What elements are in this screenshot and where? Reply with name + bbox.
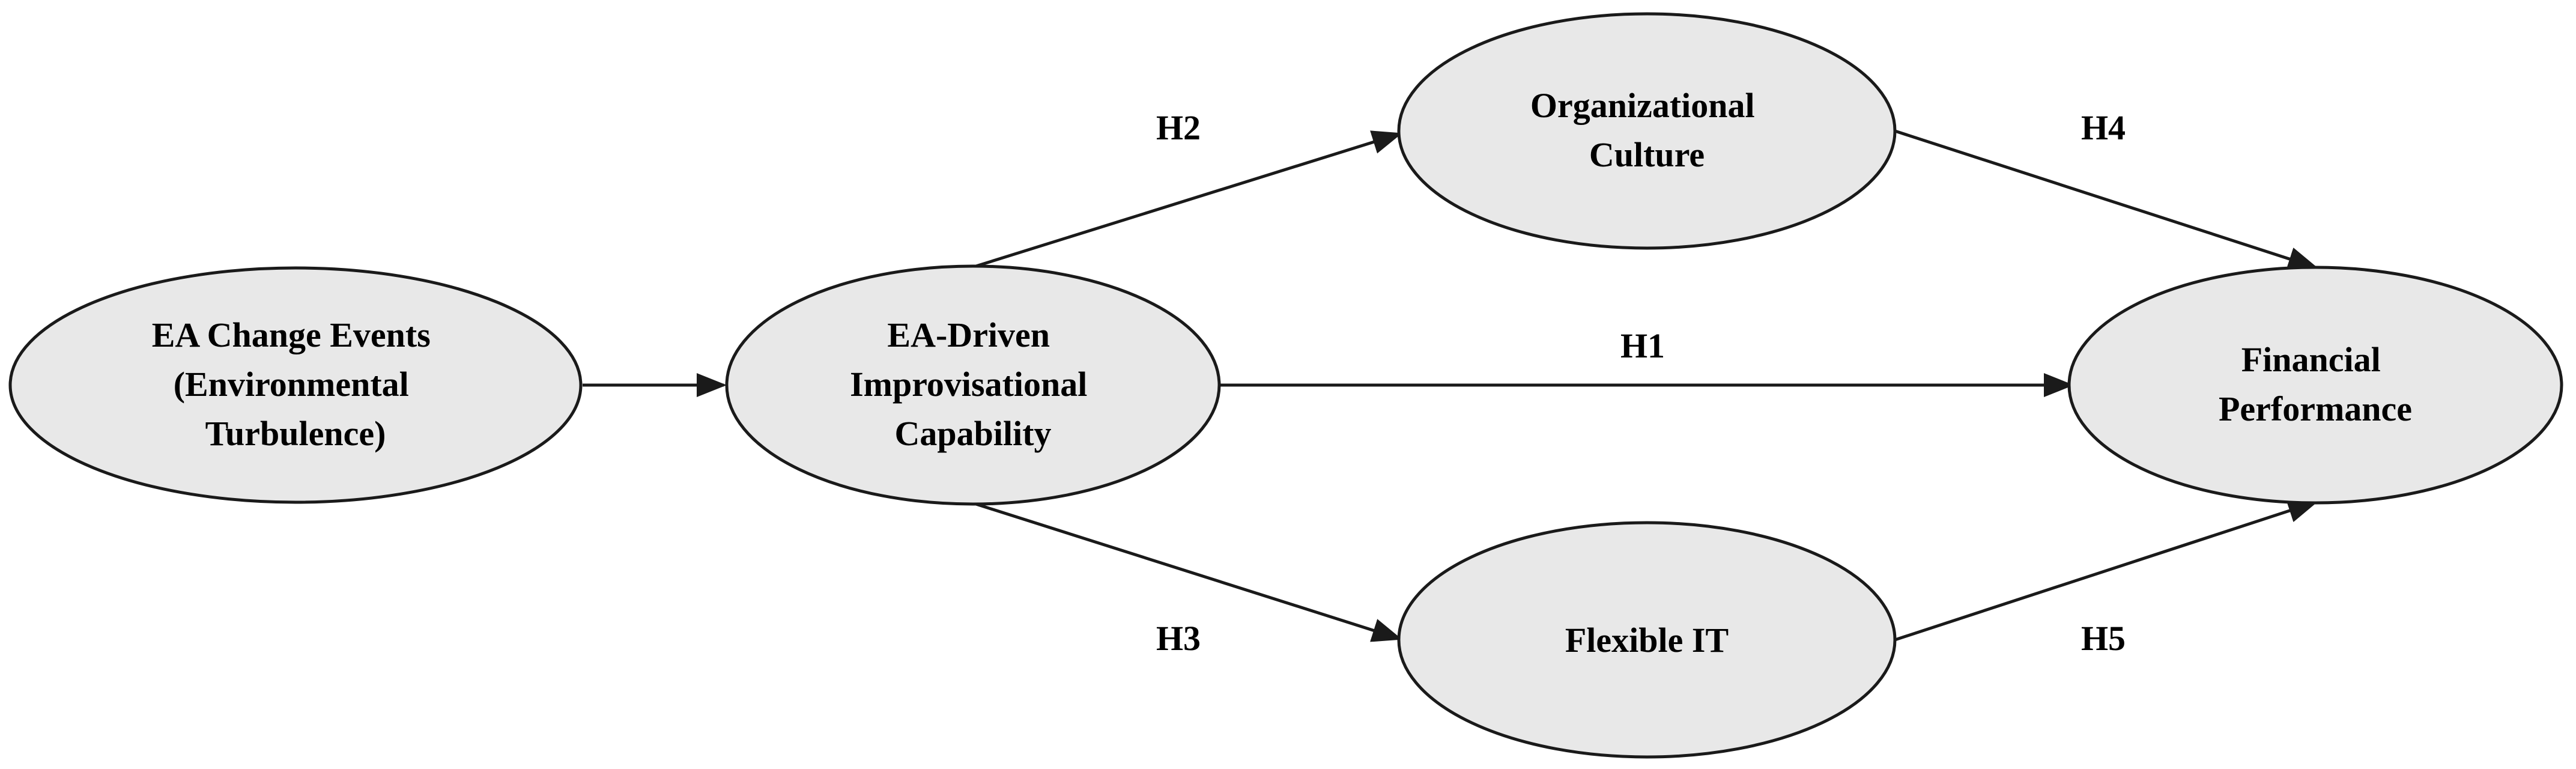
node-label-line: Organizational [1530, 86, 1755, 125]
node-label-line: Financial [2241, 340, 2381, 379]
node-ellipse [1397, 12, 1897, 250]
edge-label-h1: H1 [1620, 326, 1665, 365]
node-flexible-it: Flexible IT [1397, 521, 1897, 759]
node-label-organizational-culture: Organizational Culture [1530, 86, 1763, 174]
node-ellipse [8, 266, 583, 504]
edge-h3 [975, 502, 1402, 642]
edge-h5 [1894, 499, 2318, 642]
node-label-line: Turbulence) [205, 414, 386, 453]
edge-label-h4: H4 [2081, 108, 2126, 147]
edge-label-h5: H5 [2081, 619, 2126, 658]
node-organizational-culture: Organizational Culture [1397, 12, 1897, 250]
node-label-ea-driven-improvisational-capability: EA-Driven Improvisational Capability [850, 315, 1096, 453]
node-label-flexible-it: Flexible IT [1565, 621, 1729, 660]
node-label-ea-change-events: EA Change Events (Environmental Turbulen… [152, 315, 440, 453]
node-ea-driven-improvisational-capability: EA-Driven Improvisational Capability [725, 264, 1221, 506]
node-label-line: Capability [894, 414, 1051, 453]
edge-label-h3: H3 [1156, 619, 1201, 658]
edge-h4 [1894, 129, 2318, 271]
node-label-line: (Environmental [174, 365, 409, 404]
node-label-line: EA-Driven [887, 315, 1050, 354]
edge-label-h2: H2 [1156, 108, 1201, 147]
node-label-line: Performance [2219, 389, 2412, 428]
edge-labels: H1 H2 H3 H4 H5 [1156, 108, 2126, 658]
node-label-line: Flexible IT [1565, 621, 1729, 660]
node-ellipse [1397, 521, 1897, 759]
edges [583, 129, 2318, 642]
edge-h2 [975, 130, 1402, 268]
node-label-financial-performance: Financial Performance [2219, 340, 2412, 428]
node-label-line: Culture [1589, 135, 1705, 174]
node-ellipse [2067, 266, 2563, 505]
node-ea-change-events: EA Change Events (Environmental Turbulen… [8, 266, 583, 504]
node-label-line: EA Change Events [152, 315, 431, 354]
node-label-line: Improvisational [850, 365, 1087, 404]
node-financial-performance: Financial Performance [2067, 266, 2563, 505]
node-ellipse [725, 264, 1221, 506]
